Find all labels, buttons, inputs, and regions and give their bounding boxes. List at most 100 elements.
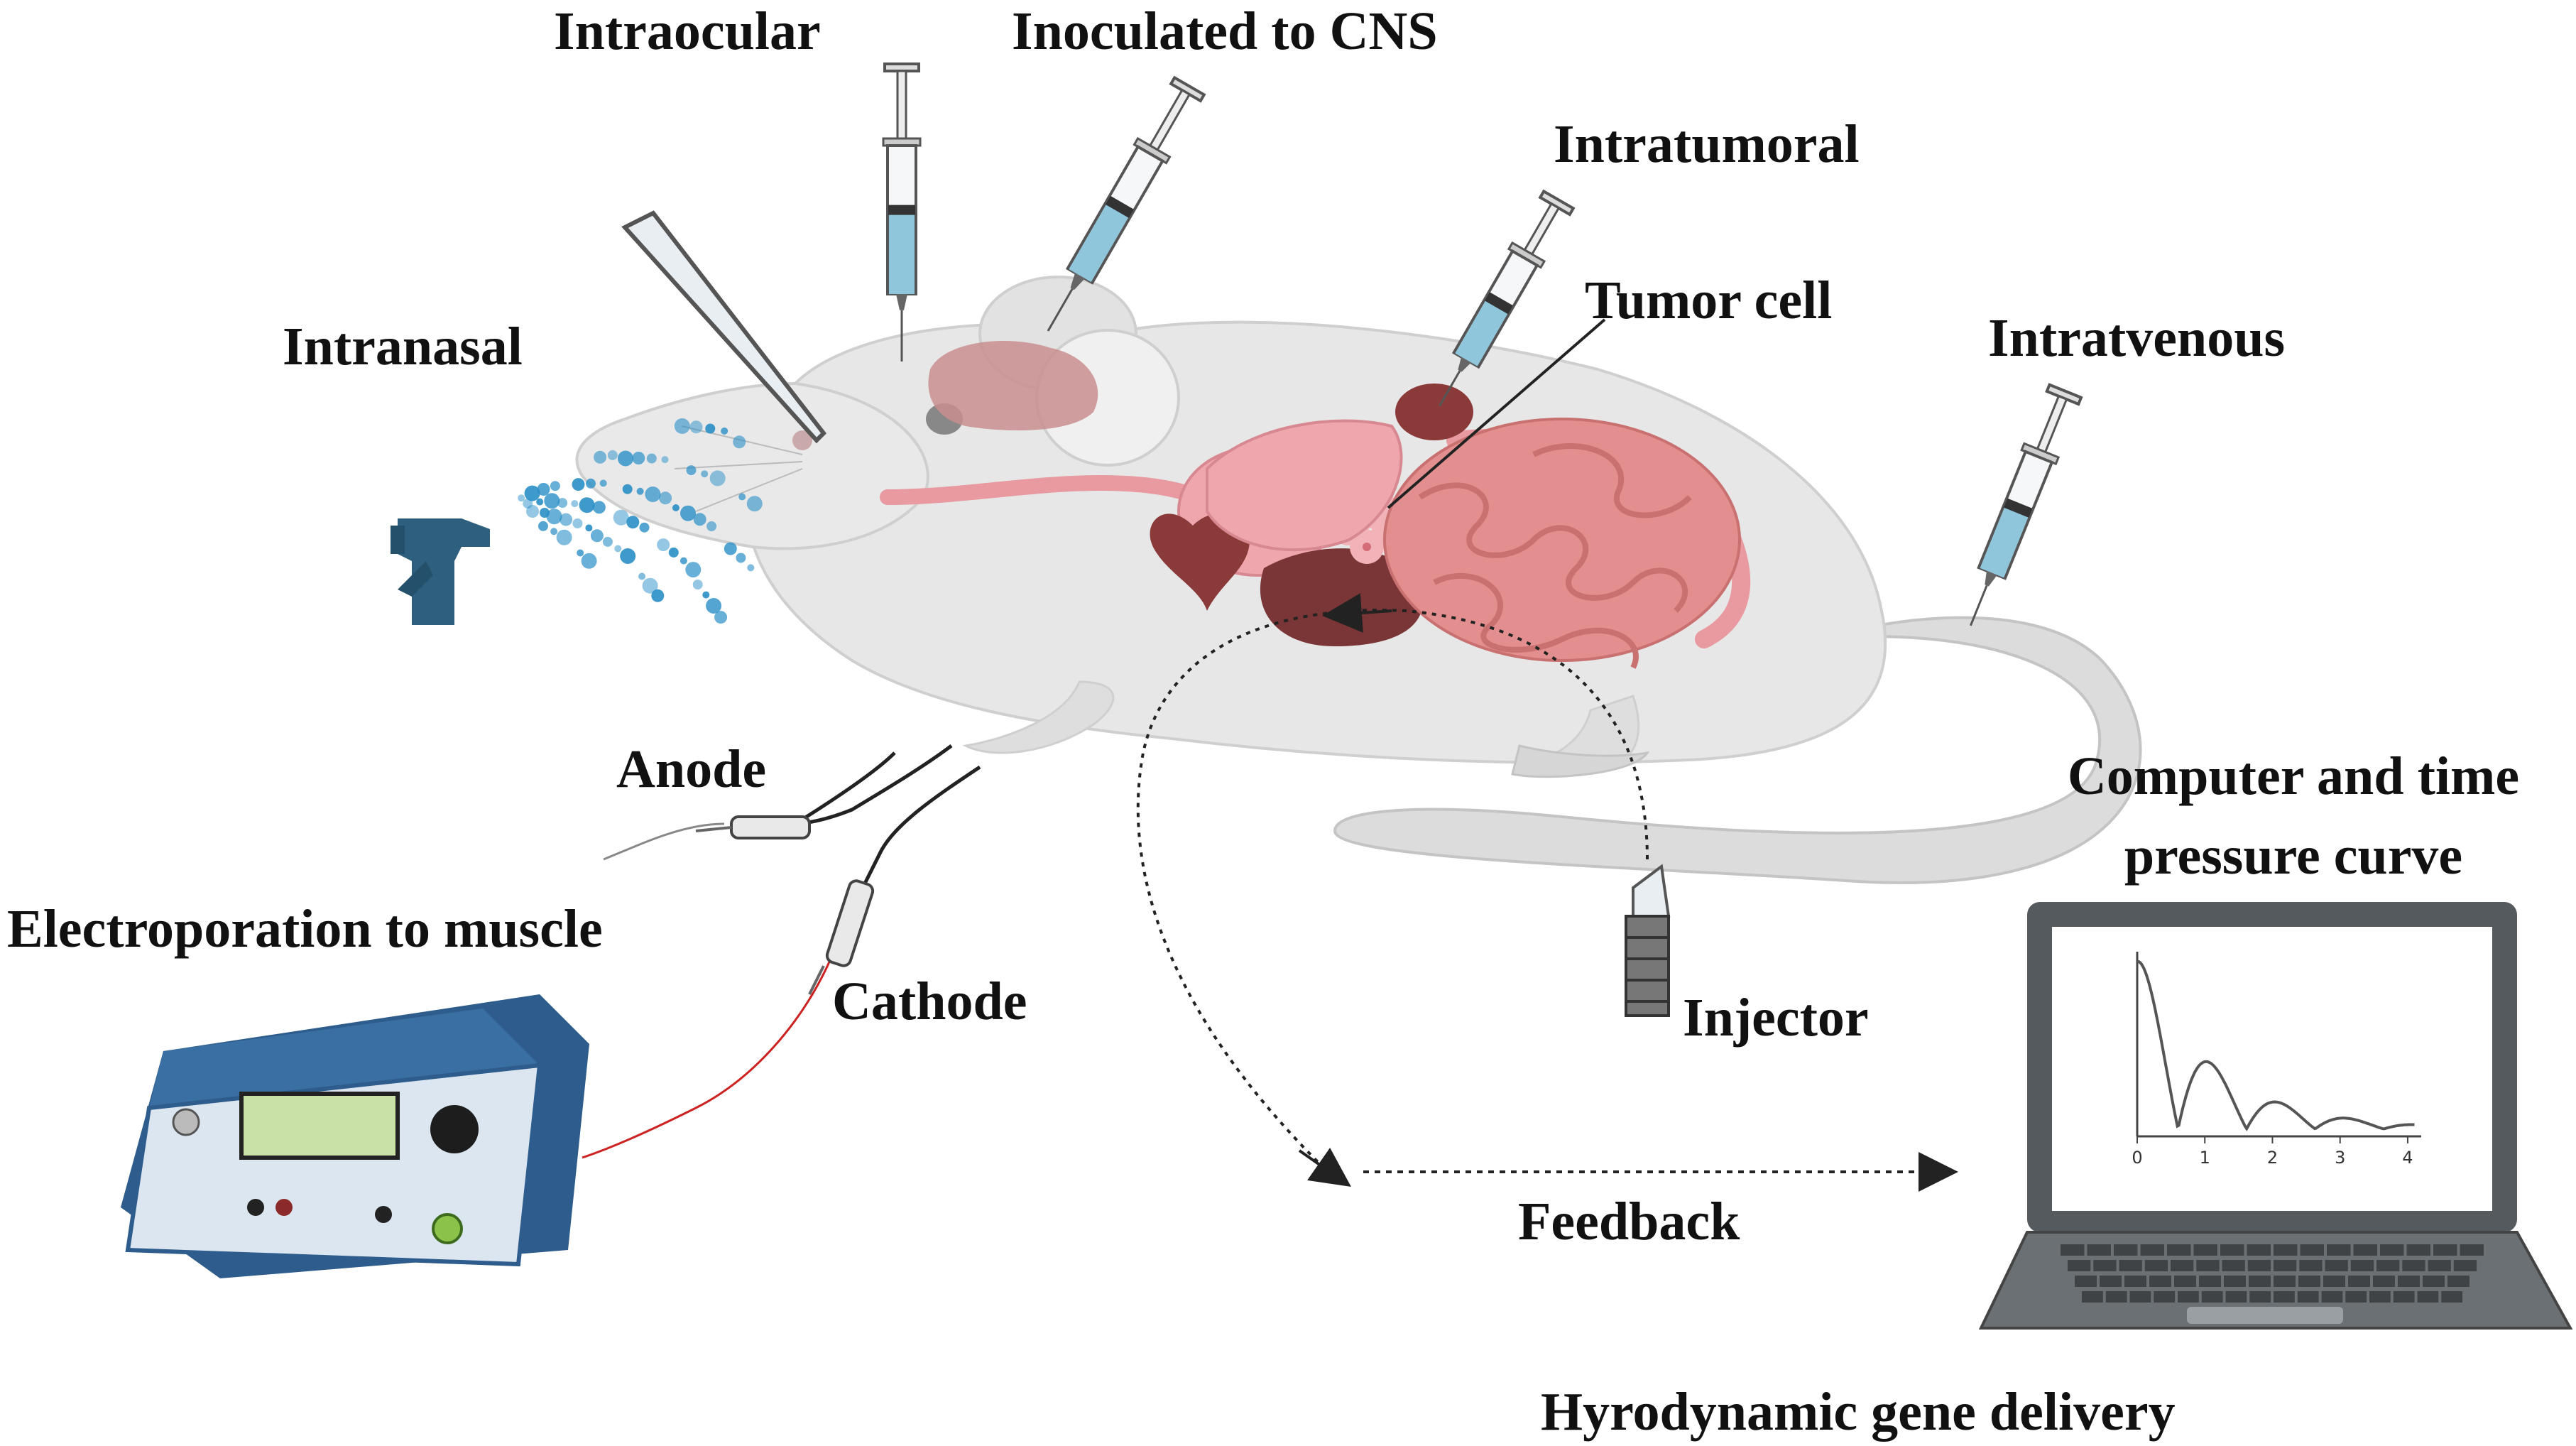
mist-droplet: [544, 493, 560, 509]
mist-droplet: [692, 580, 703, 590]
label-cathode: Cathode: [832, 972, 1027, 1031]
mist-droplet: [714, 611, 728, 624]
keyboard-key: [2082, 1291, 2103, 1303]
mist-droplet: [636, 487, 644, 495]
mouse-nose: [792, 430, 812, 450]
label-tumor-cell: Tumor cell: [1585, 271, 1833, 330]
x-tick-label: 2: [2267, 1148, 2278, 1168]
mouse-stomach: [1206, 419, 1403, 552]
keyboard-key: [2114, 1244, 2138, 1256]
keyboard-key: [2140, 1244, 2164, 1256]
mist-droplet: [680, 505, 696, 521]
mist-droplet: [618, 450, 633, 467]
keyboard-key: [2453, 1260, 2477, 1271]
mist-droplet: [556, 529, 572, 545]
mist-droplet: [686, 465, 697, 476]
keyboard-key: [2144, 1260, 2168, 1271]
mist-droplet: [705, 423, 716, 434]
keyboard-key: [2417, 1291, 2439, 1303]
mouse: [575, 276, 2142, 884]
keyboard-key: [2154, 1291, 2176, 1303]
mist-droplet: [733, 435, 746, 449]
keyboard-key: [2327, 1244, 2351, 1256]
injector: [1625, 864, 1671, 1017]
keyboard-key: [2323, 1276, 2345, 1287]
mist-droplet: [639, 522, 650, 533]
mist-droplet: [668, 547, 679, 558]
mist-droplet: [620, 548, 636, 564]
mist-droplet: [706, 521, 717, 531]
mist-droplet: [546, 509, 562, 525]
keyboard-key: [2373, 1276, 2395, 1287]
keyboard-key: [2119, 1260, 2142, 1271]
mist-droplet: [550, 528, 558, 536]
mist-droplet: [602, 536, 613, 547]
mist-droplet: [746, 496, 763, 512]
keyboard-key: [2460, 1244, 2484, 1256]
mist-droplet: [592, 501, 606, 514]
electroporation-device: [121, 994, 589, 1278]
pressure-curve: [2136, 960, 2415, 1131]
mist-droplet: [572, 518, 583, 528]
mist-droplet: [693, 513, 706, 526]
label-intraocular: Intraocular: [554, 1, 821, 61]
feedback-loop: [1136, 593, 1958, 1192]
keyboard-key: [2300, 1244, 2324, 1256]
mist-droplet: [518, 494, 525, 502]
keyboard-key: [2174, 1276, 2196, 1287]
label-computer-line1: Computer and time: [2067, 746, 2520, 806]
mist-droplet: [661, 456, 669, 464]
mouse-head: [575, 381, 929, 550]
mist-droplet: [721, 427, 728, 435]
x-tick-label: 1: [2200, 1148, 2210, 1168]
mouse-front-leg: [962, 680, 1115, 754]
keyboard-key: [2149, 1276, 2171, 1287]
x-tick-label: 3: [2335, 1148, 2345, 1168]
mist-droplet: [560, 513, 573, 526]
mist-droplet: [632, 452, 645, 464]
mist-droplet: [701, 470, 709, 478]
mist-droplet: [680, 557, 687, 565]
keyboard-key: [2423, 1276, 2445, 1287]
keyboard-key: [2433, 1244, 2457, 1256]
keyboard-key: [2100, 1276, 2122, 1287]
mist-droplet: [537, 483, 550, 496]
mist-droplet: [747, 564, 755, 572]
spray-mist: [518, 418, 763, 624]
mist-droplet: [594, 450, 607, 464]
electrode-wires: [582, 744, 981, 1159]
keyboard-key: [2274, 1276, 2296, 1287]
mist-droplet: [613, 509, 629, 526]
anode-electrode: [695, 815, 811, 839]
keyboard-key: [2061, 1244, 2085, 1256]
mist-droplet: [645, 486, 661, 502]
mist-droplet: [581, 553, 597, 569]
keyboard-key: [2441, 1291, 2463, 1303]
keyboard-key: [2087, 1244, 2111, 1256]
mist-droplet: [702, 591, 710, 599]
label-intranasal: Intranasal: [283, 317, 523, 376]
keyboard-key: [2249, 1291, 2271, 1303]
syringe-intravenous: [1969, 383, 2083, 626]
mist-droplet: [557, 498, 568, 509]
laptop: [1978, 902, 2573, 1330]
mist-droplet: [724, 542, 737, 555]
keyboard-key: [2224, 1276, 2246, 1287]
mist-droplet: [586, 478, 596, 489]
mist-droplet: [536, 498, 544, 506]
keyboard-key: [2222, 1260, 2245, 1271]
mist-droplet: [685, 562, 702, 578]
keyboard-key: [2247, 1244, 2271, 1256]
mist-droplet: [657, 538, 670, 552]
keyboard-key: [2068, 1260, 2091, 1271]
mist-droplet: [642, 577, 658, 594]
mist-droplet: [585, 524, 593, 532]
keyboard-key: [2274, 1260, 2297, 1271]
mist-droplet: [736, 553, 746, 563]
mist-droplet: [706, 598, 722, 614]
mist-droplet: [572, 478, 585, 491]
keyboard-key: [2353, 1244, 2377, 1256]
keyboard-key: [2201, 1291, 2223, 1303]
keyboard-key: [2178, 1291, 2199, 1303]
